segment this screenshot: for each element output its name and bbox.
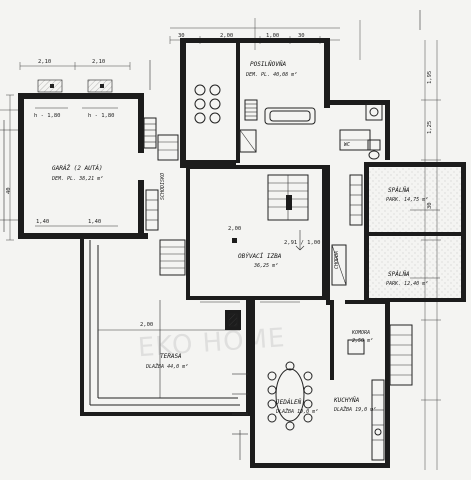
dim-top-f: 30 [298, 33, 305, 39]
living-area: 36,25 m² [253, 263, 278, 269]
living-room [186, 165, 326, 303]
dining-room [250, 300, 390, 468]
dining-area: DLAŽBA 19,0 m² [275, 407, 318, 415]
garage-window-dim-1: h - 1,80 [34, 113, 61, 119]
living-width: 2,00 [228, 226, 241, 232]
bedroom1-area: PARK. 14,75 m² [386, 197, 428, 203]
pantry-area: 2,50 m² [352, 338, 373, 344]
garage-area: DEM. PL. 38,21 m² [51, 176, 103, 182]
bedroom2-area: PARK. 12,40 m² [386, 281, 428, 287]
dim-top-b: 2,10 [92, 59, 105, 65]
garage-name: GARÁŽ (2 AUTÁ) [52, 164, 103, 172]
hall-block [326, 165, 363, 305]
bedroom1-name: SPÁLŇA [388, 187, 410, 194]
fitness-area: DEM. PL. 40,08 m² [245, 72, 297, 78]
dim-left-a: 40 [6, 187, 12, 194]
dim-top-a: 2,10 [38, 59, 51, 65]
wc-name: WC [344, 142, 350, 148]
garage-window-dim-4: 1,40 [88, 219, 101, 225]
fitness-name: POSILŇOVŇA [250, 61, 287, 68]
bedrooms [364, 162, 466, 302]
dimension-lines-left [0, 94, 18, 241]
kitchen-room [345, 300, 413, 468]
dim-right-b: 1,25 [427, 121, 433, 134]
kitchen-area: DLAŽBA 19,0 m² [333, 405, 376, 413]
garage-window-dim-2: h - 1,80 [88, 113, 115, 119]
terrace-width: 2,00 [140, 322, 153, 328]
wc-block [330, 100, 390, 160]
terrace-area: DLAŽBA 44,0 m² [145, 362, 188, 370]
kitchen-name: KUCHYŇA [333, 397, 360, 404]
exterior-marks [149, 10, 421, 460]
living-name: OBÝVACÍ IZBA [238, 252, 282, 260]
pantry-name: KOMORA [351, 330, 370, 336]
hall-name: CHODBA [334, 251, 340, 269]
terrace-name: TERASA [160, 353, 182, 360]
fitness-block [180, 38, 330, 168]
bedroom2-name: SPÁLŇA [388, 271, 410, 278]
garage-room [0, 79, 148, 239]
terrace-area [80, 236, 250, 416]
garage-stair [143, 117, 179, 231]
stair-mark: 2,91 / 1,00 [284, 240, 320, 246]
stair-name: SCHODISKO [160, 173, 166, 200]
dining-name: JEDÁLEŇ [275, 399, 302, 406]
dim-right-a: 1,95 [427, 71, 433, 84]
garage-window-dim-3: 1,40 [36, 219, 49, 225]
dim-top-d: 2,00 [220, 33, 233, 39]
dim-top-e: 1,00 [266, 33, 279, 39]
dim-top-c: 30 [178, 33, 185, 39]
